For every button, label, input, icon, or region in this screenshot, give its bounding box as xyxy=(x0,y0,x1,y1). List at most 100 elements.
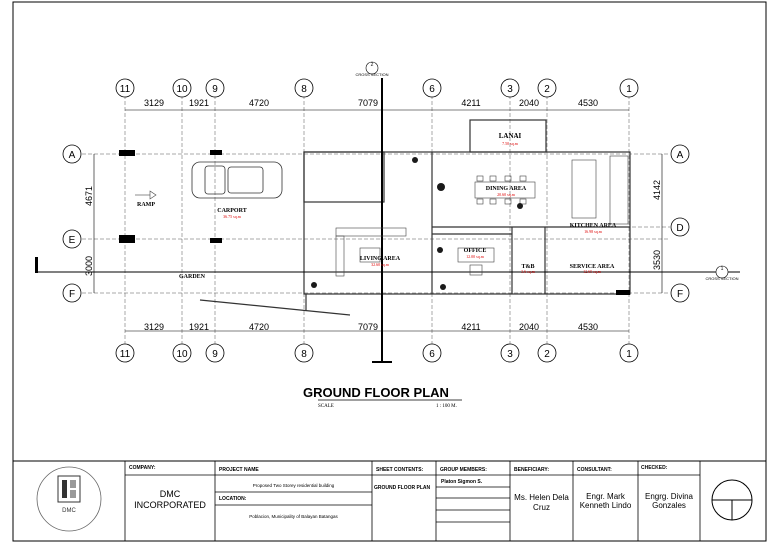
grid-bubble-2-bottom: 2 xyxy=(544,349,550,360)
room-area-dining: 20.60 sq.m xyxy=(497,192,516,197)
grid-bubble-9-bottom: 9 xyxy=(212,349,218,360)
grid-bubble-6-top: 6 xyxy=(429,84,435,95)
ramp-arrow-icon xyxy=(135,190,157,200)
logo-text: DMC xyxy=(62,508,76,514)
room-area-carport: 36.75 sq.m xyxy=(223,214,242,219)
room-area-service: 12.65 sq.m xyxy=(583,269,602,274)
grid-bubble-2-top: 2 xyxy=(544,84,550,95)
dimension-label-4142: 4142 xyxy=(652,180,662,200)
grid-bubble-E-left: E xyxy=(69,235,76,246)
company-name-line1: DMC xyxy=(159,489,181,499)
group-members-label: GROUP MEMBERS: xyxy=(440,467,487,473)
project-value: Proposed Two Storey residential building xyxy=(252,483,335,488)
section-marker-top-label: CROSS SECTION xyxy=(355,72,388,77)
sheet-contents-value: GROUND FLOOR PLAN xyxy=(374,485,431,491)
grid-bubble-3-top: 3 xyxy=(507,84,513,95)
title-block-grid xyxy=(124,461,701,541)
room-label-office: OFFICE xyxy=(464,248,487,254)
dimension-label-4720-bottom: 4720 xyxy=(249,322,269,332)
beneficiary-line1: Ms. Helen Dela xyxy=(514,493,569,502)
location-value: Poblacion, Municipality of Balayan Batan… xyxy=(249,514,338,519)
room-label-kitchen: KITCHEN AREA xyxy=(570,223,617,229)
grid-bubble-11-top: 11 xyxy=(120,84,131,95)
beneficiary-line2: Cruz xyxy=(533,503,550,512)
dimension-label-3129-top: 3129 xyxy=(144,98,164,108)
dimension-label-2040-top: 2040 xyxy=(519,98,539,108)
company-name-line2: INCORPORATED xyxy=(134,500,206,510)
dimension-label-7079-top: 7079 xyxy=(358,98,378,108)
scale-value: 1 : 100 M. xyxy=(436,404,457,409)
grid-bubble-6-bottom: 6 xyxy=(429,349,435,360)
dimension-label-3129-bottom: 3129 xyxy=(144,322,164,332)
grid-bubbles: 11 10 9 8 6 3 2 1 11 10 9 8 6 3 2 1 A E … xyxy=(62,78,690,363)
dimension-label-4530-bottom: 4530 xyxy=(578,322,598,332)
scale-label: SCALE xyxy=(318,404,334,409)
beneficiary-label: BENEFICIARY: xyxy=(514,467,549,473)
grid-bubble-10-bottom: 10 xyxy=(176,349,188,360)
car-icon xyxy=(191,161,283,199)
dimension-labels: 3129 1921 4720 7079 4211 2040 4530 3129 … xyxy=(84,98,662,332)
dimension-label-4211-top: 4211 xyxy=(461,98,480,108)
dimension-lines xyxy=(93,109,663,332)
desk-icon xyxy=(457,247,495,276)
room-label-tb: T&B xyxy=(521,264,534,270)
checked-line2: Gonzales xyxy=(652,501,686,510)
dimension-label-1921-bottom: 1921 xyxy=(189,322,209,332)
room-area-living: 32.60 sq.m xyxy=(371,262,390,267)
project-label: PROJECT NAME xyxy=(219,467,259,473)
grid-bubble-A-left: A xyxy=(69,150,76,161)
grid-bubble-F-left: F xyxy=(69,289,75,300)
consultant-line1: Engr. Mark xyxy=(586,492,625,501)
dining-table-icon xyxy=(474,175,536,205)
room-label-carport: CARPORT xyxy=(217,208,246,214)
grid-lines xyxy=(82,95,670,345)
room-label-living: LIVING AREA xyxy=(360,256,401,262)
checked-line1: Engrg. Divina xyxy=(644,492,694,501)
cross-section-line xyxy=(38,78,740,363)
group-member-1: Platon Sigmon S. xyxy=(441,479,483,485)
sheet-contents-label: SHEET CONTENTS: xyxy=(376,467,424,473)
dimension-label-3000: 3000 xyxy=(84,256,94,276)
dimension-label-4211-bottom: 4211 xyxy=(461,322,480,332)
grid-bubble-D-right: D xyxy=(676,223,683,234)
room-area-office: 12.00 sq.m xyxy=(466,254,485,259)
section-markers: 2 CROSS SECTION 1 CROSS SECTION xyxy=(355,61,739,281)
columns xyxy=(35,150,630,295)
plant-icons xyxy=(311,157,523,290)
consultant-line2: Kenneth Lindo xyxy=(579,501,632,510)
walls xyxy=(199,119,631,316)
grid-bubble-10-top: 10 xyxy=(176,84,188,95)
grid-bubble-11-bottom: 11 xyxy=(120,349,131,360)
dimension-label-4530-top: 4530 xyxy=(578,98,598,108)
company-label: COMPANY: xyxy=(129,465,156,471)
grid-bubble-8-top: 8 xyxy=(301,84,307,95)
dimension-label-3530: 3530 xyxy=(652,250,662,270)
room-area-kitchen: 16.98 sq.m xyxy=(584,229,603,234)
company-logo: DMC xyxy=(36,466,102,532)
section-marker-right-label: CROSS SECTION xyxy=(705,276,738,281)
dimension-label-7079-bottom: 7079 xyxy=(358,322,378,332)
room-area-lanai: 7.50 sq.m xyxy=(502,141,519,146)
section-marker-right-number: 1 xyxy=(721,266,724,272)
checked-label: CHECKED: xyxy=(641,465,668,471)
dimension-label-2040-bottom: 2040 xyxy=(519,322,539,332)
grid-bubble-1-top: 1 xyxy=(626,84,632,95)
room-label-lanai: LANAI xyxy=(499,132,522,140)
dimension-label-4720-top: 4720 xyxy=(249,98,269,108)
grid-bubble-F-right: F xyxy=(677,289,683,300)
room-area-tb: 3.6 sq.m xyxy=(521,269,536,274)
grid-bubble-9-top: 9 xyxy=(212,84,218,95)
kitchen-counter-icon xyxy=(571,155,629,225)
north-arrow-icon xyxy=(711,479,753,521)
section-marker-top-number: 2 xyxy=(371,62,374,68)
consultant-label: CONSULTANT: xyxy=(577,467,612,473)
room-label-dining: DINING AREA xyxy=(486,186,527,192)
location-label: LOCATION: xyxy=(219,496,247,502)
grid-bubble-A-right: A xyxy=(677,150,684,161)
dimension-label-1921-top: 1921 xyxy=(189,98,209,108)
sofa-icon xyxy=(335,227,407,277)
grid-bubble-1-bottom: 1 xyxy=(626,349,632,360)
room-labels: LANAI 7.50 sq.m DINING AREA 20.60 sq.m K… xyxy=(137,132,617,280)
room-label-service: SERVICE AREA xyxy=(570,264,615,270)
